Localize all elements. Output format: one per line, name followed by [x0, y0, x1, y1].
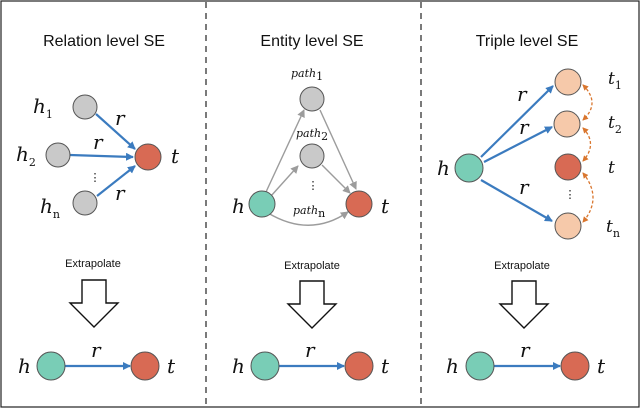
result-tail-node — [560, 351, 590, 381]
label-h2: h2 — [16, 142, 36, 169]
triple-arrow-t2 — [483, 126, 553, 163]
ellipsis: ⋮ — [308, 180, 319, 192]
panel-entity-level: Entity level SE path1 path2 pathn h t ⋮ … — [232, 33, 390, 381]
label-t2: t2 — [608, 113, 622, 136]
label-h1: h1 — [33, 94, 53, 121]
node-h — [248, 190, 276, 218]
result-tail-label: t — [167, 354, 176, 378]
path-arrow-h-to-path1 — [265, 109, 305, 193]
path-arrow-path2-to-t — [321, 164, 351, 194]
label-t: t — [171, 144, 180, 168]
label-r-mid: r — [519, 115, 530, 139]
ellipsis: ⋮ — [90, 172, 101, 184]
result-head-node — [465, 351, 495, 381]
path-arrow-h-to-t-curve — [267, 211, 349, 226]
label-r-top: r — [115, 106, 126, 130]
relation-arrow-h2 — [69, 152, 134, 161]
label-r-bottom: r — [115, 181, 126, 205]
node-path2 — [299, 143, 325, 169]
panel-relation-level: Relation level SE h1 h2 hn r r r t ⋮ Ext… — [16, 33, 180, 381]
node-path1 — [299, 86, 325, 112]
label-pathn: pathn — [293, 204, 325, 220]
result-head-label: h — [232, 354, 245, 378]
node-tn — [554, 212, 582, 240]
result-head-label: h — [18, 354, 31, 378]
path-arrow-path1-to-t — [319, 109, 357, 190]
label-r-bottom: r — [519, 175, 530, 199]
result-head-label: h — [446, 354, 459, 378]
path-arrow-h-to-path2 — [270, 165, 299, 197]
extrapolate-arrow — [498, 280, 550, 329]
node-t — [345, 190, 373, 218]
label-r-top: r — [517, 82, 528, 106]
node-h — [454, 153, 484, 183]
result-tail-node — [344, 351, 374, 381]
dashed-arrow-t-tn — [582, 172, 594, 223]
triple-arrow-tn — [480, 179, 553, 222]
label-t1: t1 — [608, 69, 622, 92]
result-head-node — [36, 351, 66, 381]
extrapolate-label: Extrapolate — [284, 260, 340, 272]
label-path1: path1 — [291, 67, 323, 83]
result-relation-label: r — [520, 338, 531, 362]
label-hn: hn — [40, 194, 60, 221]
relation-arrow-h1 — [95, 113, 136, 150]
node-t — [134, 143, 162, 171]
panel-title: Relation level SE — [43, 33, 165, 50]
label-r-mid: r — [93, 130, 104, 154]
extrapolate-arrow — [286, 280, 338, 329]
result-relation-label: r — [305, 338, 316, 362]
extrapolate-arrow — [68, 279, 120, 328]
node-t1 — [554, 68, 582, 96]
label-t: t — [608, 158, 615, 178]
panel-title: Triple level SE — [476, 33, 579, 50]
panel-title: Entity level SE — [260, 33, 363, 50]
label-path2: path2 — [296, 127, 328, 143]
extrapolate-label: Extrapolate — [494, 260, 550, 272]
label-t: t — [381, 194, 390, 218]
result-tail-label: t — [597, 354, 606, 378]
label-tn: tn — [606, 217, 620, 240]
relation-arrow-hn — [96, 165, 136, 197]
node-t — [554, 153, 582, 181]
node-h2 — [45, 142, 71, 168]
label-h: h — [232, 194, 245, 218]
result-tail-label: t — [381, 354, 390, 378]
triple-arrow-t1 — [480, 85, 554, 158]
dashed-arrow-t2-t — [582, 127, 592, 162]
label-h: h — [437, 156, 450, 180]
result-relation-label: r — [91, 338, 102, 362]
node-h1 — [72, 94, 98, 120]
dashed-arrow-t1-t2 — [582, 84, 593, 121]
panel-triple-level: Triple level SE h r r r ⋮ t1 t2 t tn Ext… — [437, 33, 622, 381]
ellipsis: ⋮ — [565, 189, 576, 201]
node-hn — [72, 190, 98, 216]
node-t2 — [553, 110, 581, 138]
extrapolate-label: Extrapolate — [65, 258, 121, 270]
result-head-node — [250, 351, 280, 381]
result-tail-node — [130, 351, 160, 381]
